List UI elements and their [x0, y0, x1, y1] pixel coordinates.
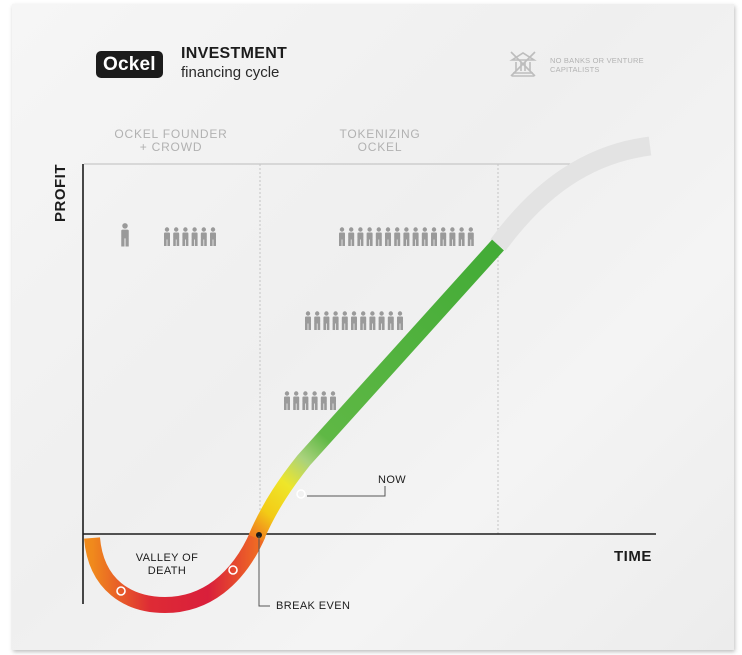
person-icon: [302, 391, 309, 410]
person-icon: [323, 311, 330, 330]
person-icon: [210, 227, 216, 246]
person-icon: [348, 227, 355, 246]
person-icon: [387, 311, 394, 330]
person-icon: [458, 227, 465, 246]
phase-founder-crowd: OCKEL FOUNDER + CROWD: [96, 128, 246, 154]
person-icon: [311, 391, 318, 410]
person-icon: [403, 227, 410, 246]
crowd-icons: [121, 223, 474, 410]
coin-icon: [296, 489, 306, 499]
coin-icon: [228, 565, 238, 575]
person-icon: [369, 311, 376, 330]
frame-lines: [84, 163, 604, 534]
person-icon: [121, 223, 129, 247]
valley-of-death-label: VALLEY OF DEATH: [135, 552, 199, 577]
person-icon: [191, 227, 198, 246]
person-icon: [339, 227, 345, 246]
person-icon: [421, 227, 428, 246]
now-label: NOW: [378, 474, 407, 486]
phase-tokenizing-line1: TOKENIZING: [339, 127, 421, 141]
coin-icon: [116, 586, 126, 596]
person-icon: [284, 391, 290, 410]
person-icon: [173, 227, 180, 246]
phase-tokenizing: TOKENIZING OCKEL: [300, 128, 460, 154]
person-icon: [467, 227, 474, 246]
axes: [82, 164, 656, 604]
page-subtitle: financing cycle: [181, 64, 280, 81]
person-icon: [341, 311, 348, 330]
x-axis-label: TIME: [614, 548, 652, 565]
now-leader: [307, 486, 386, 497]
ockel-logo: Ockel: [96, 51, 163, 78]
phase-founder-line1: OCKEL FOUNDER: [114, 127, 228, 141]
page-title: INVESTMENT: [181, 45, 288, 62]
person-icon: [440, 227, 447, 246]
phase-founder-line2: + CROWD: [139, 140, 203, 154]
person-icon: [385, 227, 391, 246]
person-icon: [366, 227, 373, 246]
person-icon: [164, 227, 170, 246]
person-icon: [330, 391, 336, 410]
break-even-label: BREAK EVEN: [276, 600, 351, 612]
person-icon: [360, 311, 367, 330]
break-even-point: [256, 532, 262, 538]
crossed-bank-icon: [509, 51, 537, 77]
person-icon: [182, 227, 189, 246]
person-icon: [314, 311, 321, 330]
coin-markers: [116, 489, 306, 596]
person-icon: [305, 311, 311, 330]
person-icon: [351, 311, 357, 330]
curve-future-segment: [490, 136, 652, 251]
person-icon: [431, 227, 437, 246]
person-icon: [449, 227, 456, 246]
person-icon: [397, 311, 403, 330]
curve-growth-segment: [248, 239, 504, 542]
person-icon: [378, 311, 385, 330]
person-icon: [357, 227, 364, 246]
no-banks-note: NO BANKS OR VENTURE CAPITALISTS: [550, 56, 644, 74]
person-icon: [332, 311, 339, 330]
curve-valley-of-death: [84, 530, 266, 614]
person-icon: [412, 227, 419, 246]
person-icon: [293, 391, 300, 410]
person-icon: [320, 391, 327, 410]
person-icon: [375, 227, 382, 246]
break-even-leader: [258, 536, 270, 607]
person-icon: [394, 227, 401, 246]
person-icon: [200, 227, 207, 246]
phase-tokenizing-line2: OCKEL: [357, 140, 403, 154]
